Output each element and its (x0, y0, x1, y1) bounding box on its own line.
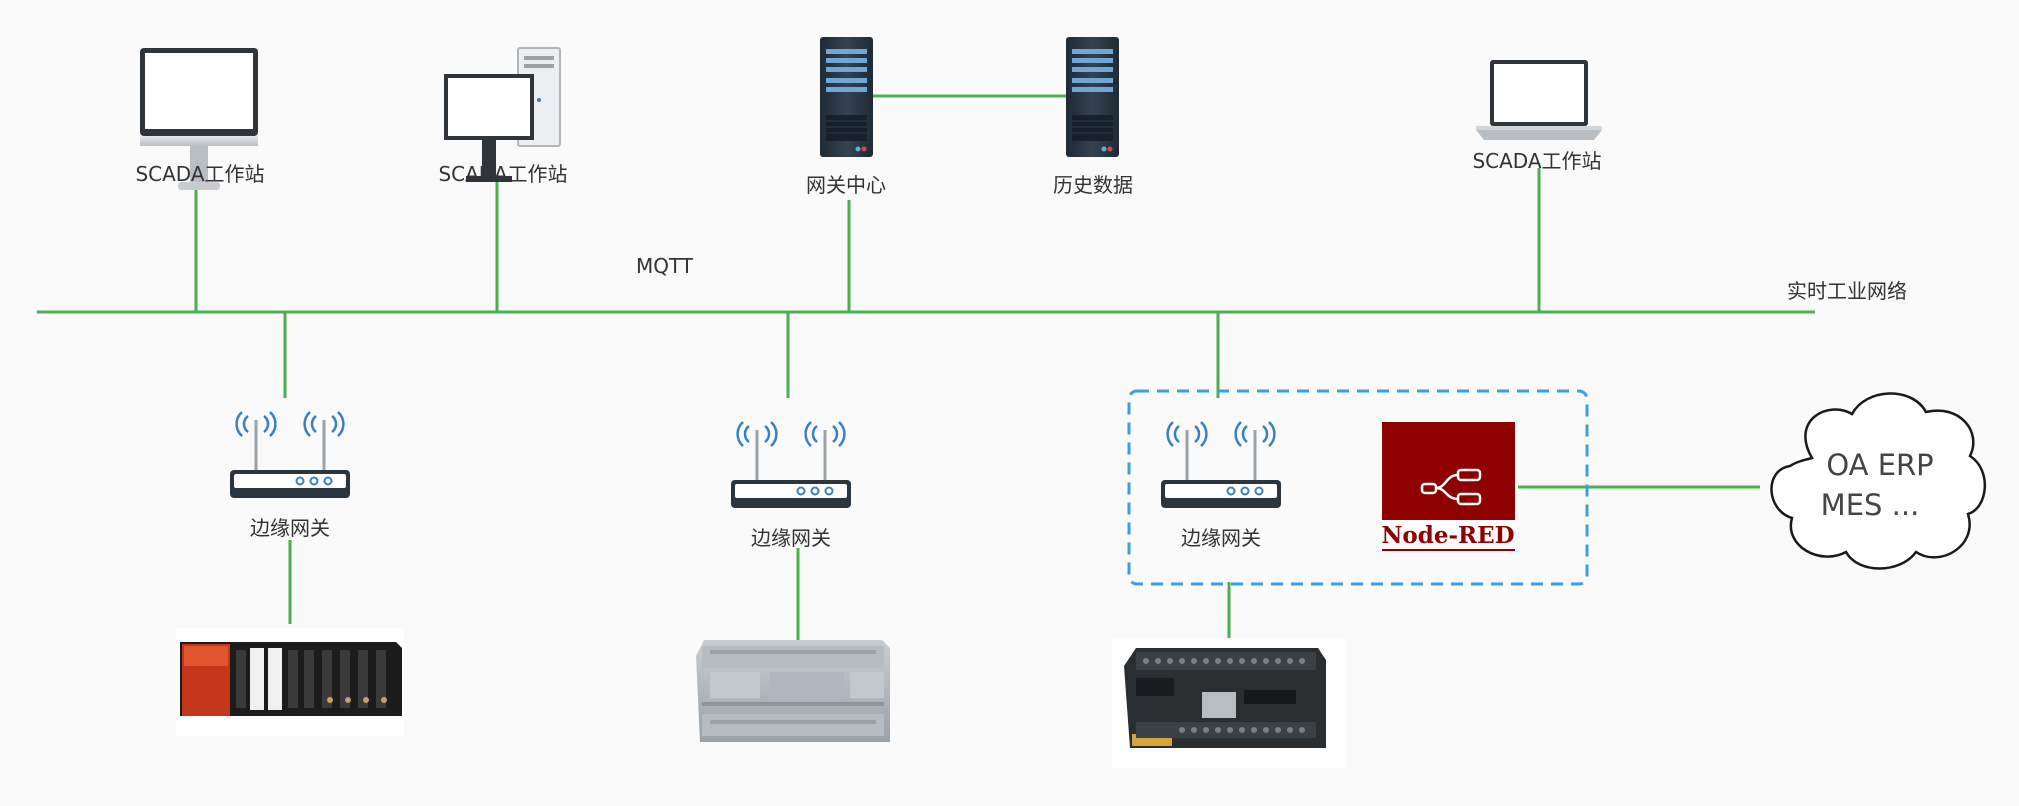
industrial-network-label: 实时工业网络 (1787, 279, 1907, 303)
laptop-icon (1476, 60, 1602, 140)
monitor-icon (140, 48, 258, 190)
cloud-icon (1770, 392, 1986, 570)
router-icon (1161, 421, 1281, 508)
router-icon (731, 421, 851, 508)
edge-gateway-label: 边缘网关 (751, 526, 831, 550)
node-red-label: Node-RED (1381, 522, 1515, 549)
scada-workstation-label: SCADA工作站 (1472, 149, 1602, 173)
plc-terminal-icon (1112, 638, 1346, 768)
cloud-systems-line2: MES ... (1820, 488, 1920, 522)
edge-group-box (1127, 389, 1589, 586)
edge-gateway-label: 边缘网关 (1181, 526, 1261, 550)
router-icon (230, 411, 350, 498)
server-icon (1066, 37, 1119, 157)
desktop-pc-icon (444, 47, 561, 182)
server-icon (820, 37, 873, 157)
edge-gateway-label: 边缘网关 (250, 516, 330, 540)
mqtt-protocol-label: MQTT (636, 254, 694, 278)
plc-rack-icon (176, 628, 404, 736)
plc-compact-icon (696, 640, 890, 742)
history-data-label: 历史数据 (1053, 173, 1133, 197)
cloud-systems-line1: OA ERP (1826, 448, 1934, 482)
node-red-flow-icon (1382, 422, 1515, 551)
gateway-center-label: 网关中心 (806, 173, 886, 197)
scada-workstation-label: SCADA工作站 (438, 162, 568, 186)
network-links (37, 94, 1815, 640)
scada-workstation-label: SCADA工作站 (135, 162, 265, 186)
